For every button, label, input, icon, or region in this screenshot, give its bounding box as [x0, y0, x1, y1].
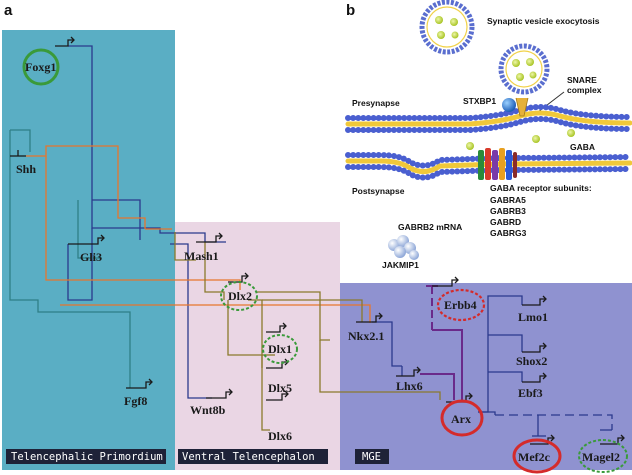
gene-fgf8: Fgf8	[124, 394, 147, 408]
mge-region	[340, 283, 632, 470]
postsynaptic-membrane	[345, 152, 632, 181]
telencephalic-label-box	[6, 449, 166, 464]
gaba-receptor-channel	[478, 148, 517, 180]
ventral-telencephalon-region	[175, 222, 340, 470]
gene-shh: Shh	[16, 162, 36, 176]
stxbp1-label: STXBP1	[463, 96, 496, 106]
jakmip1-protein	[388, 235, 419, 260]
erbb4-circle	[436, 288, 486, 322]
receptor-subunit-gabrg3: GABRG3	[490, 228, 527, 238]
dlx2-circle	[220, 281, 258, 311]
gene-erbb4: Erbb4	[444, 298, 477, 312]
gene-dlx2: Dlx2	[228, 289, 252, 303]
presynapse-label: Presynapse	[352, 98, 400, 108]
gene-mef2c: Mef2c	[518, 450, 551, 464]
snare-label-line1: SNARE	[567, 75, 597, 85]
dlx-wires	[174, 232, 441, 431]
gene-shox2: Shox2	[516, 354, 547, 368]
gene-nkx21: Nkx2.1	[348, 329, 384, 343]
presynaptic-membrane	[345, 104, 632, 133]
gene-arx: Arx	[451, 412, 471, 426]
gene-dlx5: Dlx5	[268, 381, 292, 395]
snare-complex-shape	[515, 97, 529, 117]
panel-b-letter: b	[346, 2, 355, 19]
receptor-subunit-gabrb3: GABRB3	[490, 206, 526, 216]
shh-wires	[26, 145, 371, 323]
mge-label-box	[355, 449, 389, 464]
gene-ebf3: Ebf3	[518, 386, 543, 400]
gene-dlx6: Dlx6	[268, 429, 292, 443]
mge-label: MGE	[362, 451, 381, 463]
ventral-label-box	[178, 449, 328, 464]
gaba-molecule-3	[466, 142, 474, 150]
panel-a-letter: a	[4, 2, 13, 19]
synaptic-vesicle-1	[419, 0, 475, 55]
gene-dlx1: Dlx1	[268, 342, 292, 356]
exocytosis-title: Synaptic vesicle exocytosis	[487, 16, 600, 26]
receptor-subunit-gabra5: GABRA5	[490, 195, 526, 205]
synaptic-vesicle-2	[498, 43, 550, 95]
gabrb2-mrna-label: GABRB2 mRNA	[398, 222, 462, 232]
gene-magel2: Magel2	[582, 450, 620, 464]
arx-circle	[440, 399, 484, 437]
gene-gli3: Gli3	[80, 250, 102, 264]
stxbp1-protein	[502, 98, 516, 112]
telencephalic-label: Telencephalic Primordium	[11, 451, 163, 463]
receptor-heading: GABA receptor subunits:	[490, 183, 592, 193]
mge-wires	[372, 285, 613, 437]
gaba-molecule-2	[532, 135, 540, 143]
gene-foxg1: Foxg1	[25, 60, 56, 74]
gaba-label: GABA	[570, 142, 595, 152]
receptor-subunit-gabrd: GABRD	[490, 217, 521, 227]
postsynapse-label: Postsynapse	[352, 186, 405, 196]
foxg1-circle	[22, 48, 60, 86]
foxg1-wires	[67, 45, 226, 399]
snare-label-line2: complex	[567, 85, 602, 95]
magel2-circle	[578, 439, 628, 473]
gli3-wires	[9, 129, 131, 388]
ventral-label: Ventral Telencephalon	[182, 451, 315, 463]
gene-lmo1: Lmo1	[518, 310, 548, 324]
gene-lhx6: Lhx6	[396, 379, 423, 393]
gaba-molecule-1	[567, 129, 575, 137]
gene-wnt8b: Wnt8b	[190, 403, 226, 417]
promoter-symbols	[10, 36, 625, 445]
dlx1-circle	[262, 334, 298, 364]
mef2c-circle	[512, 438, 562, 474]
telencephalic-primordium-region	[2, 30, 175, 470]
gene-mash1: Mash1	[184, 249, 219, 263]
jakmip1-label: JAKMIP1	[382, 260, 419, 270]
